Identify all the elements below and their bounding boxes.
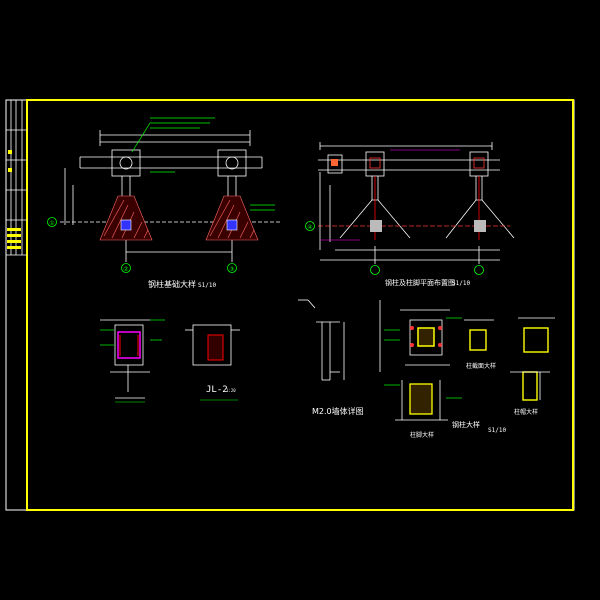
jl2-scale: 1:20 xyxy=(226,388,236,393)
drawing-wall: M2.0墙体详图 xyxy=(298,299,364,416)
section-right-title: 柱帽大样 xyxy=(514,408,538,416)
pillar-plan-scale: S1/10 xyxy=(452,280,470,287)
axis-label-d: ④ xyxy=(307,224,312,231)
jl2-title: JL-2 xyxy=(206,385,228,395)
title-strip xyxy=(6,100,27,256)
sheet-outer-border xyxy=(5,99,575,511)
drawing-pillar-foundation: ① ② ③ 钢柱基础大样 S1/10 xyxy=(47,117,280,289)
drawing-column-detail: 钢柱大样 S1/10 柱脚大样 柱截面大样 柱帽大样 xyxy=(379,300,555,439)
column-detail-title: 钢柱大样 xyxy=(452,420,480,429)
drawing-section-a xyxy=(100,319,165,403)
axis-label-a: ① xyxy=(49,220,54,227)
drawing-pillar-plan: ④ 钢柱及柱脚平面布置图 S1/10 xyxy=(305,142,515,287)
pillar-plan-title: 钢柱及柱脚平面布置图 xyxy=(385,278,455,287)
drawing-jl2: JL-2 1:20 xyxy=(185,324,240,401)
wall-title: M2.0墙体详图 xyxy=(312,406,364,416)
pillar-foundation-title: 钢柱基础大样 xyxy=(148,279,196,289)
section-left-title: 柱截面大样 xyxy=(466,362,496,370)
sheet-inner-frame xyxy=(26,99,574,511)
axis-label-b: ② xyxy=(123,266,128,273)
column-detail-scale: S1/10 xyxy=(488,427,506,434)
column-foot-title: 柱脚大样 xyxy=(410,431,434,439)
axis-label-c: ③ xyxy=(229,266,234,273)
pillar-foundation-scale: S1/10 xyxy=(198,282,216,289)
